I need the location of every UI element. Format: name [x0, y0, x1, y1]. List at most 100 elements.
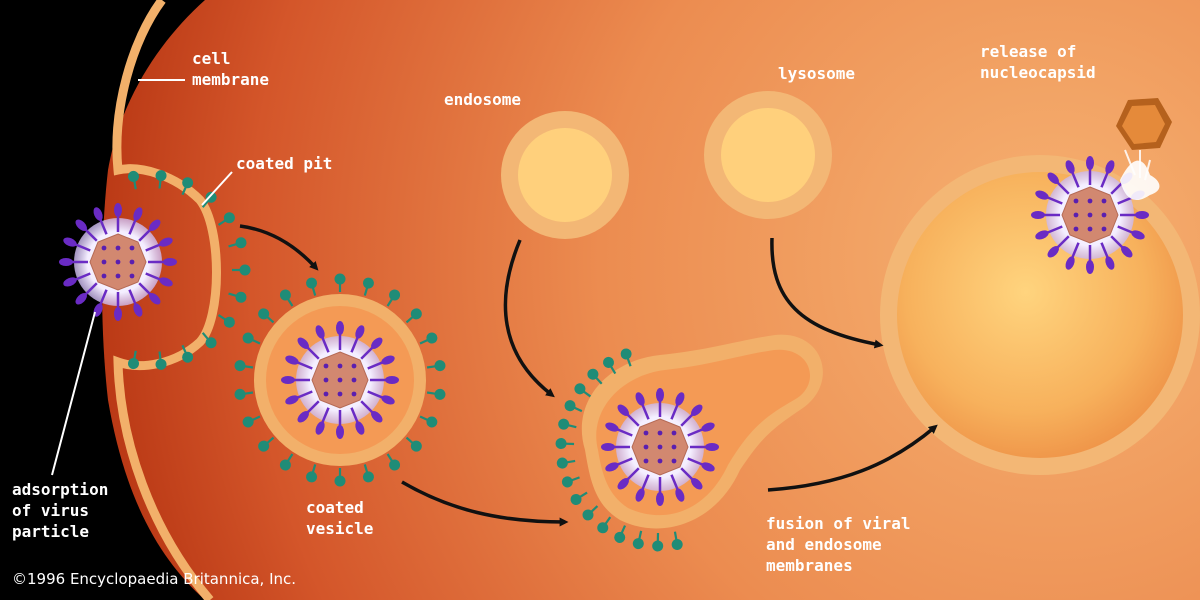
virus-spike-tip [315, 421, 325, 435]
cell-membrane [112, 0, 221, 600]
virus-spike-tip [297, 411, 309, 423]
virus-spike-tip [355, 325, 365, 339]
lysosome-endosome-fused [880, 155, 1200, 475]
virus-dot [657, 458, 663, 464]
virus-spike-tip [656, 388, 664, 402]
virus-spike-tip [1135, 211, 1149, 219]
virus-dot [657, 430, 663, 436]
label-coated-vesicle: coated vesicle [306, 498, 374, 538]
virus-spike-tip [285, 355, 299, 365]
virus-spike-tip [1047, 246, 1059, 258]
virus-dot [351, 391, 357, 397]
virus-spike-tip [705, 443, 719, 451]
virus-spike-tip [675, 392, 685, 406]
virus-spike-tip [93, 303, 103, 317]
virus-dot [337, 377, 343, 383]
virus-spike-tip [691, 404, 703, 416]
virus-spike-tip [63, 237, 77, 247]
virus-dot [351, 363, 357, 369]
virus-spike-tip [1065, 160, 1075, 174]
virus-spike-tip [675, 488, 685, 502]
virus-dot [1087, 198, 1093, 204]
virus-spike-tip [1065, 256, 1075, 270]
label-fusion: fusion of viral and endosome membranes [766, 514, 911, 575]
pathway-arrows [239, 224, 938, 527]
lysosome [704, 91, 832, 219]
virus-spike-tip [656, 492, 664, 506]
virus-spike-tip [701, 462, 715, 472]
virus-spike-tip [75, 219, 87, 231]
virus-spike-tip [297, 337, 309, 349]
virus-spike-tip [1035, 230, 1049, 240]
virus-spike-tip [1131, 230, 1145, 240]
virus-spike-tip [701, 422, 715, 432]
virus-spike-tip [371, 411, 383, 423]
virus-spike-tip [149, 293, 161, 305]
virus-spike-tip [371, 337, 383, 349]
virus-dot [643, 444, 649, 450]
virus-spike-tip [315, 325, 325, 339]
virus-spike-tip [1105, 256, 1115, 270]
virus-spike-tip [1031, 211, 1045, 219]
virus-dot [1073, 198, 1079, 204]
virus-spike-tip [159, 237, 173, 247]
virus-spike-tip [285, 395, 299, 405]
virus-spike-tip [605, 462, 619, 472]
virus-spike-tip [75, 293, 87, 305]
virus-dot [337, 363, 343, 369]
virus-spike-tip [1086, 156, 1094, 170]
leader-lines [51, 79, 233, 476]
virus-spike-tip [63, 277, 77, 287]
virus-dot [101, 273, 107, 279]
virus-dot [115, 245, 121, 251]
virus-spike-tip [617, 404, 629, 416]
virus-dot [671, 444, 677, 450]
virus-dot [671, 458, 677, 464]
virus-spike-tip [336, 425, 344, 439]
label-coated-pit: coated pit [236, 154, 333, 173]
coated-vesicle [232, 272, 448, 488]
virus-dot [671, 430, 677, 436]
released-nucleocapsid [1116, 98, 1172, 150]
virus-spike-tip [601, 443, 615, 451]
arrow-vesicle-to-fusion [401, 480, 569, 527]
virus-dot [657, 444, 663, 450]
label-endosome: endosome [444, 90, 522, 109]
virus-spike-tip [635, 392, 645, 406]
virus-dot [323, 391, 329, 397]
copyright-notice: ©1996 Encyclopaedia Britannica, Inc. [12, 570, 297, 588]
virus-dot [337, 391, 343, 397]
virus-particle-adsorbing [59, 203, 177, 321]
virus-dot [101, 245, 107, 251]
virus-spike-tip [163, 258, 177, 266]
virus-dot [643, 430, 649, 436]
virus-dot [115, 259, 121, 265]
virus-spike-tip [355, 421, 365, 435]
virus-spike-tip [281, 376, 295, 384]
virus-dot [323, 363, 329, 369]
virus-dot [129, 245, 135, 251]
virus-spike-tip [133, 303, 143, 317]
endosome [501, 111, 629, 239]
virus-dot [351, 377, 357, 383]
virus-spike-tip [93, 207, 103, 221]
virus-spike-tip [1086, 260, 1094, 274]
virus-spike-tip [149, 219, 161, 231]
virus-spike-tip [1035, 190, 1049, 200]
virus-spike-tip [381, 355, 395, 365]
virus-spike-tip [635, 488, 645, 502]
uncoating-virus [1031, 149, 1160, 274]
virus-spike-tip [336, 321, 344, 335]
virus-dot [129, 259, 135, 265]
virus-dot [1101, 198, 1107, 204]
virus-dot [1073, 226, 1079, 232]
virus-spike-tip [114, 203, 122, 217]
arrow-endosome-to-fusion [503, 239, 555, 398]
virus-spike-tip [691, 478, 703, 490]
virus-dot [323, 377, 329, 383]
virus-spike-tip [59, 258, 73, 266]
virus-spike-tip [1047, 172, 1059, 184]
virus-spike-tip [381, 395, 395, 405]
label-lysosome: lysosome [778, 64, 856, 83]
